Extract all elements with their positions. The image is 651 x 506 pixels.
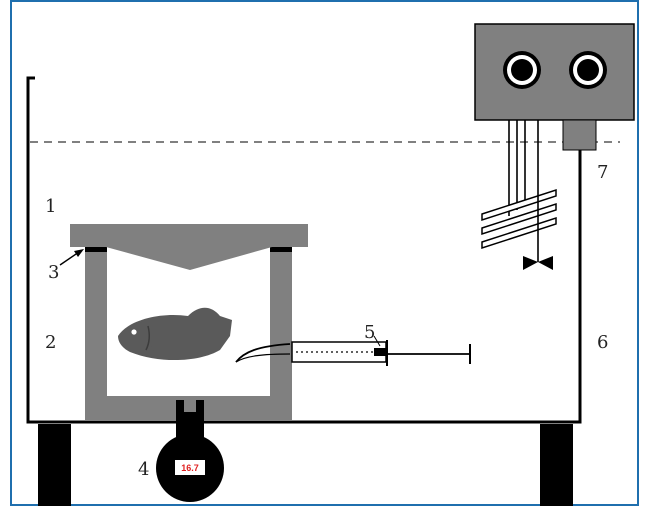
figure-frame xyxy=(10,0,639,506)
tank-wall xyxy=(26,76,582,424)
stirrer-icon xyxy=(523,120,553,270)
seal-ring-left xyxy=(85,246,107,252)
knob-icon[interactable] xyxy=(503,51,541,89)
controller-box xyxy=(474,23,635,121)
probe-housing xyxy=(562,119,597,151)
syringe-probe xyxy=(291,340,471,366)
meter-reading: 16.7 xyxy=(181,463,199,473)
label-3-arrow xyxy=(59,251,80,266)
seal-ring-right xyxy=(270,246,292,252)
fish-icon xyxy=(118,307,232,361)
electrode-needle xyxy=(235,353,291,363)
tank-leg-left xyxy=(38,424,71,506)
label-5-leader xyxy=(373,335,381,347)
knob-icon[interactable] xyxy=(569,51,607,89)
chamber-lid xyxy=(70,224,308,270)
outlet-pipe xyxy=(176,400,204,420)
heater-coil xyxy=(481,120,557,250)
label-2: 2 xyxy=(45,332,56,353)
label-6: 6 xyxy=(597,332,608,353)
label-3: 3 xyxy=(48,262,59,283)
label-5: 5 xyxy=(364,322,375,343)
electrode-wire xyxy=(235,343,291,363)
label-3-arrowhead xyxy=(74,249,84,257)
inner-chamber xyxy=(85,244,292,420)
oxygen-meter: 16.7 xyxy=(156,420,224,502)
label-4: 4 xyxy=(138,459,149,480)
label-1: 1 xyxy=(45,196,56,217)
tank-leg-right xyxy=(540,424,573,506)
label-7: 7 xyxy=(597,162,608,183)
meter-display xyxy=(175,460,205,475)
